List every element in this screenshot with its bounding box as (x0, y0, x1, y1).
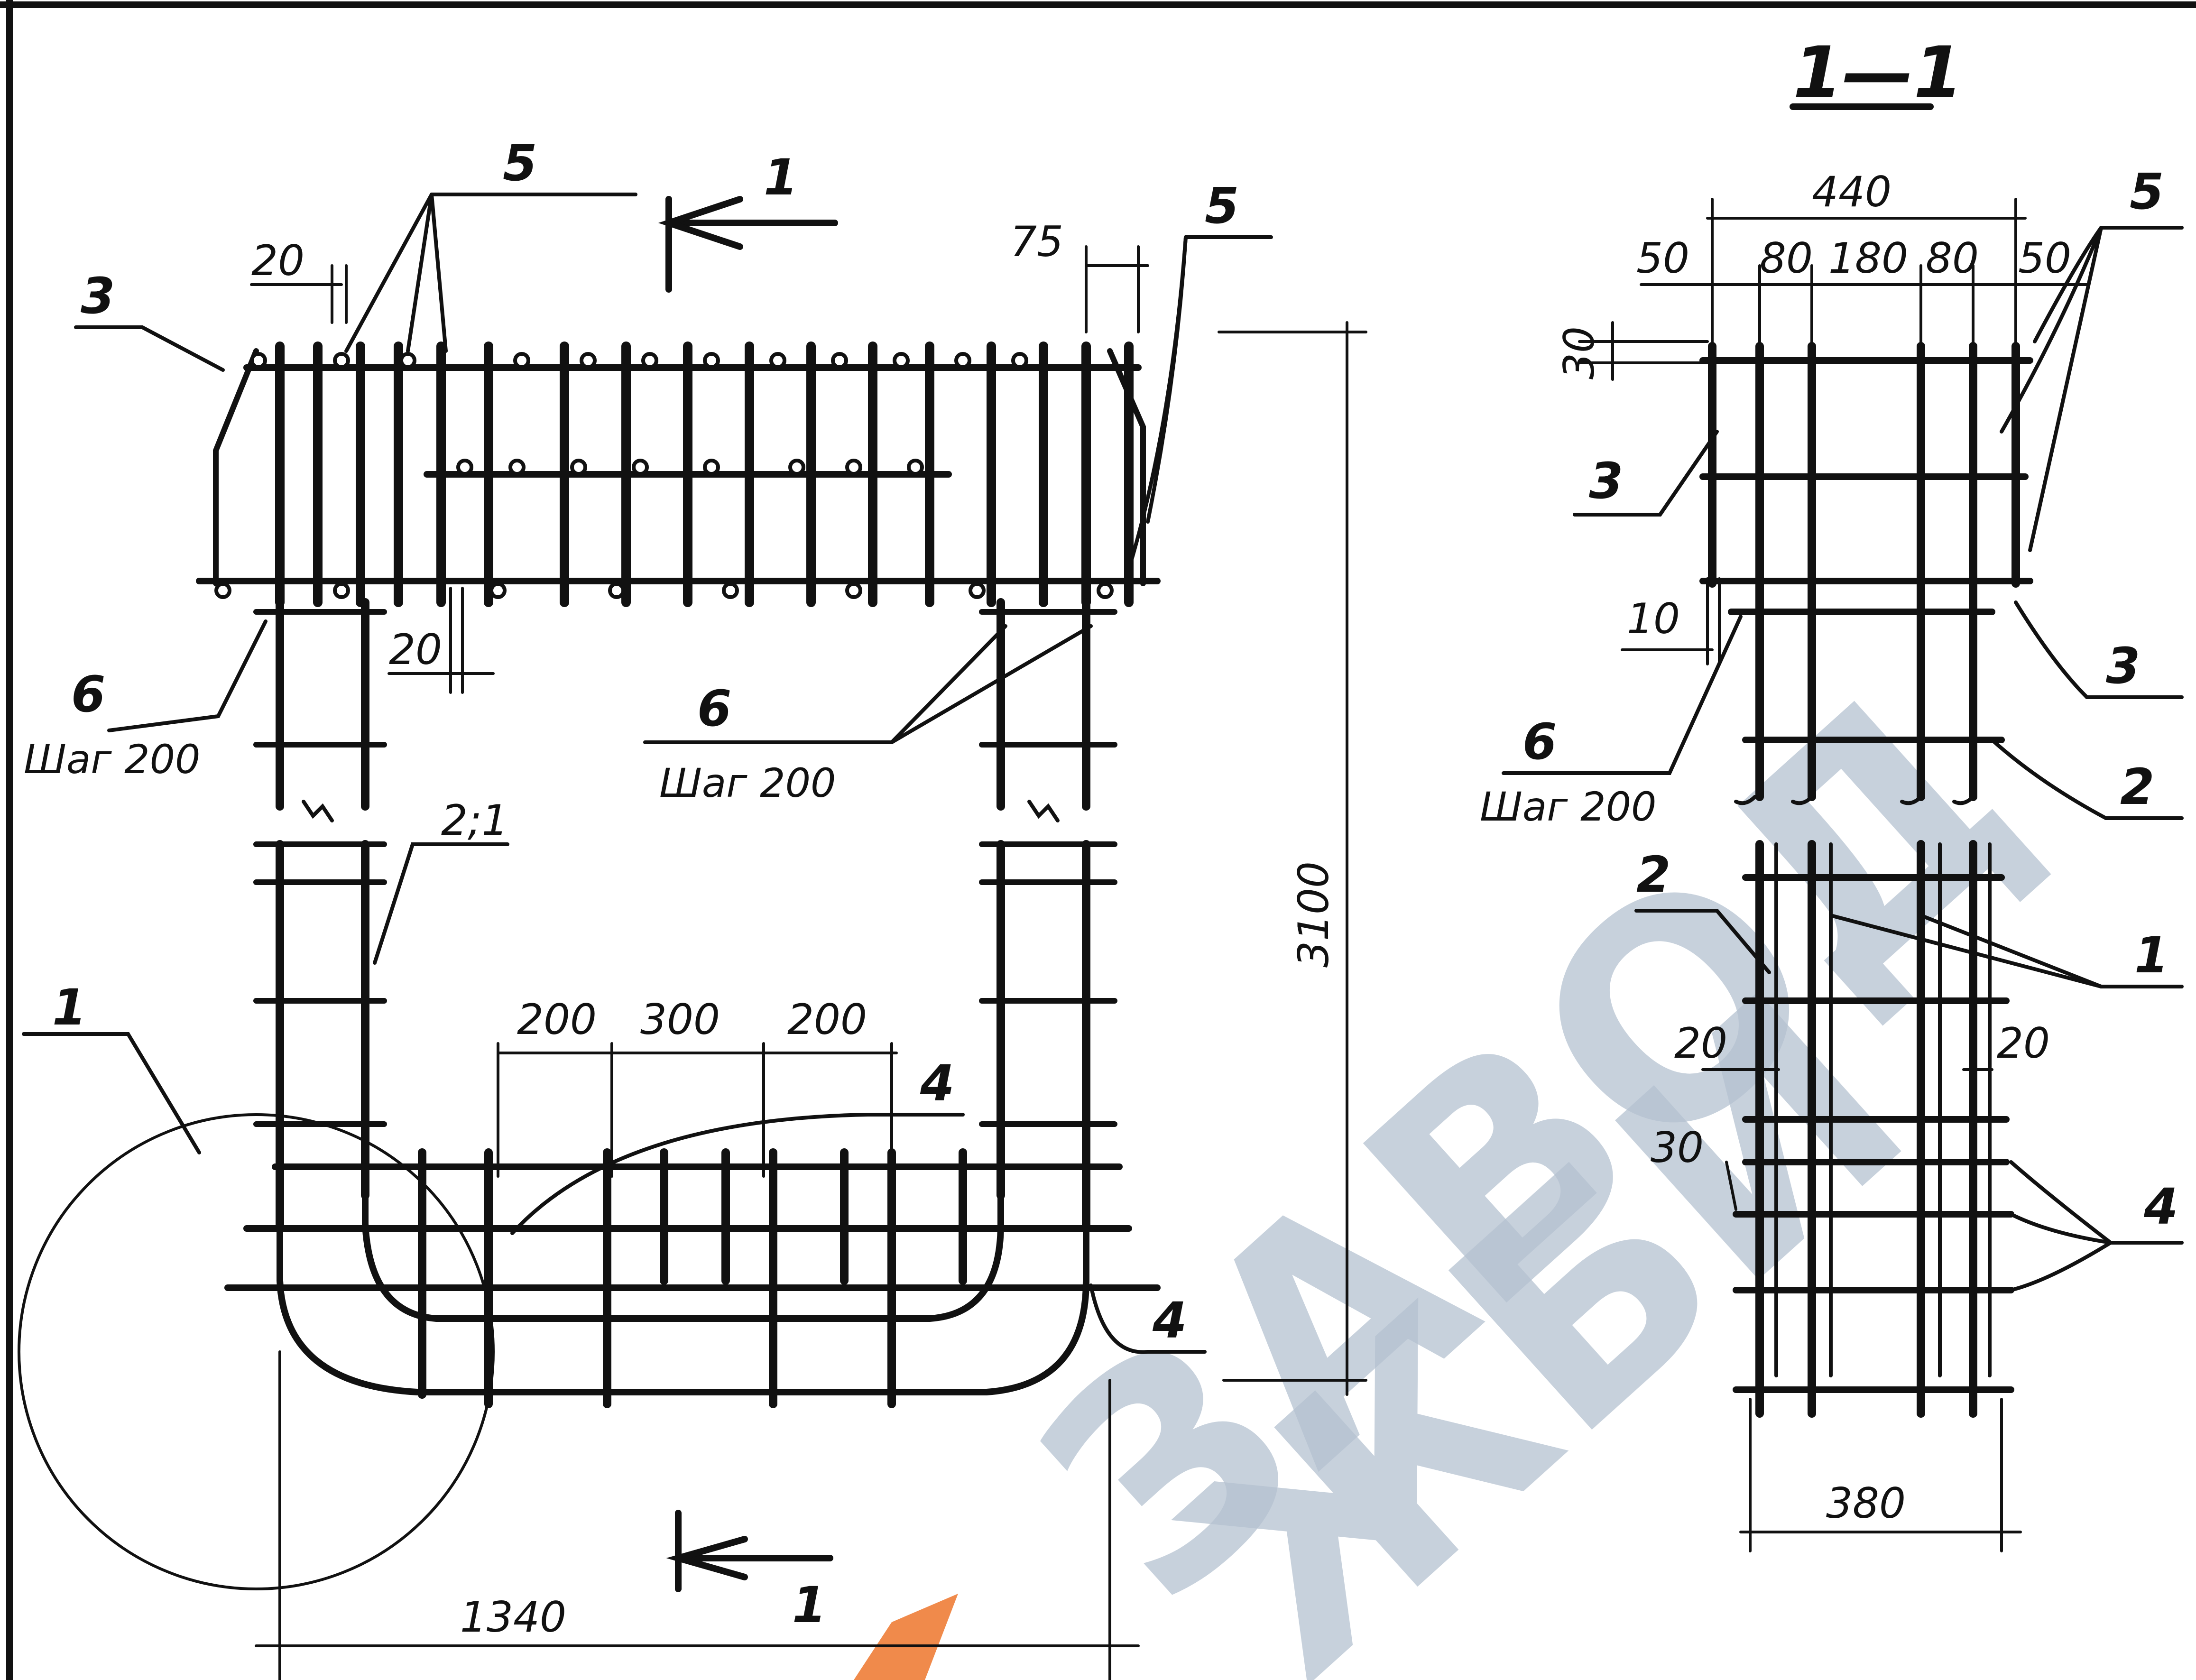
dim-span-300: 300 (640, 995, 720, 1044)
sec-callout-2-left: 2 (1636, 846, 1670, 904)
dim-3100: 3100 (1289, 861, 1338, 968)
right-column-ties (979, 609, 1117, 1127)
sec-dim-180: 180 (1828, 234, 1908, 283)
section-dimension-lines (1578, 198, 2088, 1552)
right-column (997, 598, 1090, 1233)
section-leaders (1502, 226, 2184, 1292)
callout-5-right: 5 (1205, 177, 1239, 235)
sec-callout-2-right: 2 (2120, 758, 2154, 816)
step-label-left: Шаг 200 (24, 736, 200, 783)
bottom-u-cage (224, 1163, 1161, 1395)
callout-1-left: 1 (52, 978, 86, 1036)
right-column-break (1027, 800, 1060, 822)
top-cage-bar-dots (214, 352, 1114, 599)
sec-dim-30: 30 (1555, 326, 1604, 379)
sec-dim-80-right: 80 (1926, 234, 1979, 283)
callout-3: 3 (81, 267, 115, 325)
dim-20-top: 20 (251, 236, 304, 285)
sec-step-label: Шаг 200 (1480, 784, 1656, 830)
dim-span-200-left: 200 (517, 995, 597, 1044)
section-view (1502, 103, 2184, 1552)
dim-span-200-right: 200 (787, 995, 867, 1044)
callout-4-top: 4 (920, 1054, 954, 1112)
sec-callout-6: 6 (1522, 713, 1557, 771)
front-dimension-lines (250, 245, 1367, 1680)
sec-callout-3-right: 3 (2106, 637, 2140, 695)
sec-dim-80-left: 80 (1760, 234, 1813, 283)
top-cage-end-hooks (213, 348, 1146, 586)
section-mark-bottom (666, 1510, 833, 1592)
sec-dim-20-right: 20 (1997, 1019, 2050, 1068)
front-view-labels: 5 3 5 6 6 2;1 1 4 4 Шаг 200 Шаг 200 20 7… (24, 134, 1338, 1642)
sec-callout-5: 5 (2130, 163, 2164, 221)
dim-75: 75 (1010, 217, 1063, 266)
callout-6-left: 6 (71, 665, 105, 723)
callout-4-bottom: 4 (1152, 1292, 1187, 1349)
sec-dim-30-lower: 30 (1651, 1123, 1704, 1172)
section-title: 1—1 (1793, 32, 1963, 114)
dim-1340: 1340 (460, 1593, 566, 1642)
sec-callout-3-left: 3 (1589, 452, 1623, 510)
section-mark-top (658, 196, 838, 293)
callout-2-1: 2;1 (441, 796, 508, 845)
top-cage-stirrups (275, 342, 1134, 607)
left-column-break (302, 800, 334, 822)
dim-20-mid: 20 (389, 625, 442, 674)
bottom-cage-stirrups (418, 1148, 967, 1408)
step-label-right: Шаг 200 (659, 760, 836, 806)
section-view-labels: 1—1 440 50 80 180 80 50 30 10 380 20 20 … (1480, 32, 2178, 1528)
front-view (18, 193, 1367, 1680)
sec-dim-20-left: 20 (1674, 1019, 1727, 1068)
section-label-bottom: 1 (792, 1576, 826, 1634)
sec-dim-50-right: 50 (2018, 234, 2071, 283)
top-cage-longitudinal-bars (196, 364, 1161, 584)
sec-dim-10: 10 (1627, 594, 1680, 643)
sec-callout-1: 1 (2134, 926, 2168, 984)
sec-dim-50-left: 50 (1636, 234, 1689, 283)
callout-5-left: 5 (503, 134, 537, 192)
sec-dim-380: 380 (1826, 1479, 1906, 1528)
section-label-top: 1 (764, 148, 798, 206)
front-leaders (22, 193, 1273, 1354)
section-upper-verticals (1708, 342, 2020, 801)
detail-circle (18, 1113, 495, 1590)
section-upper-hooks (1734, 795, 1975, 805)
section-lower-verticals (1755, 840, 1992, 1418)
section-lower-horizontals (1733, 874, 2014, 1393)
sec-dim-440: 440 (1812, 167, 1892, 216)
callout-6-right: 6 (697, 680, 731, 738)
watermark-accent (854, 1594, 958, 1680)
sec-callout-4: 4 (2143, 1178, 2178, 1236)
